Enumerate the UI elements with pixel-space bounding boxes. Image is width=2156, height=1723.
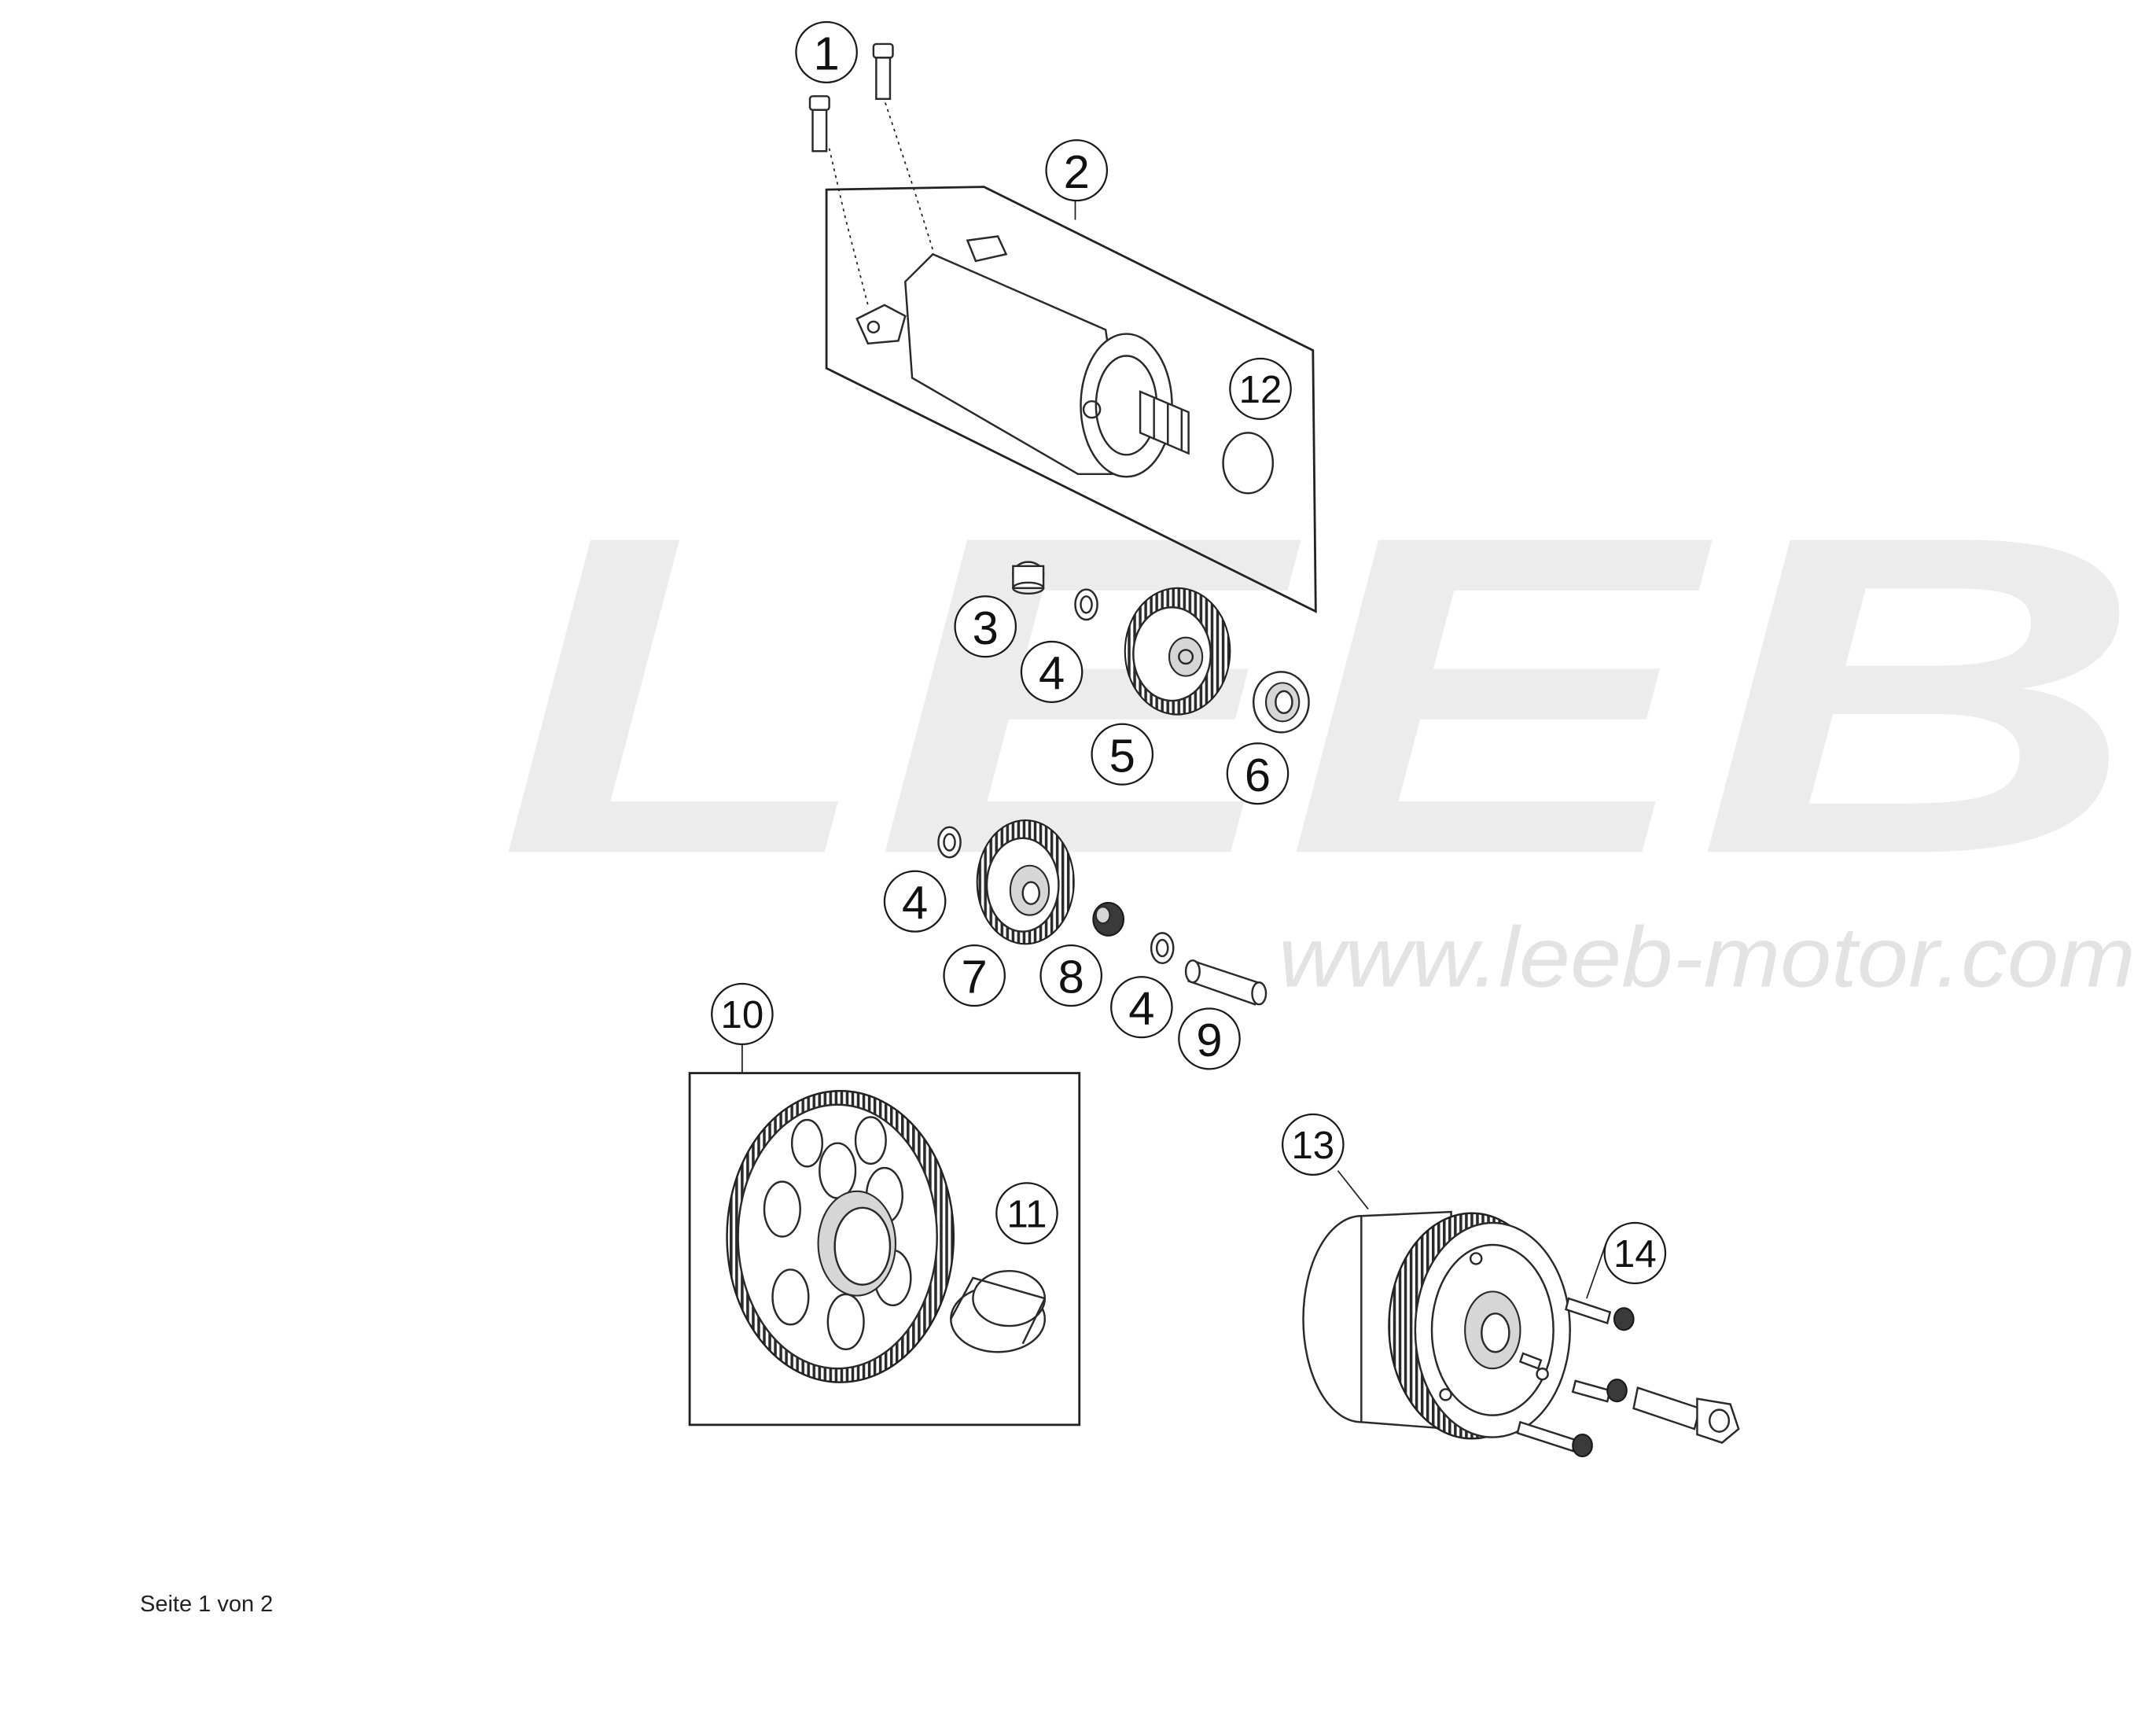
svg-text:9: 9 [1196,1014,1222,1066]
svg-text:3: 3 [973,602,999,654]
callout-9: 9 [1178,1007,1241,1070]
part-11-sleeve [950,1269,1047,1353]
callout-11: 11 [995,1182,1058,1245]
callout-7: 7 [943,944,1006,1007]
svg-text:8: 8 [1058,951,1084,1003]
watermark-url: www.leeb-motor.com [1279,911,2136,1006]
bolt-2 [1518,1352,1543,1370]
svg-text:4: 4 [902,877,928,930]
callout-6: 6 [1226,742,1290,805]
part-13-flywheel [1302,1170,1571,1440]
bolt-3 [1571,1379,1628,1403]
part-4-washer-b [937,826,962,859]
part-8-needle-bearing [1092,901,1125,937]
svg-text:5: 5 [1109,730,1135,782]
svg-text:14: 14 [1613,1233,1657,1276]
callout-8: 8 [1039,944,1103,1007]
screw-lower [808,95,830,153]
page-number: Seite 1 von 2 [140,1592,274,1617]
callout-3: 3 [954,595,1017,658]
svg-text:13: 13 [1291,1125,1334,1167]
screw-upper [872,42,894,101]
svg-text:11: 11 [1006,1194,1047,1236]
callout-4-c: 4 [1110,976,1173,1039]
part-4-washer-a [1074,588,1098,621]
callout-13: 13 [1281,1113,1345,1176]
part-1-mounting-screws [808,42,934,306]
part-14-bolts [1516,1243,1740,1458]
part-3-bushing [1012,561,1045,595]
callout-10: 10 [711,982,774,1046]
part-5-intermediate-gear [1124,587,1231,716]
part-10-frame [688,1072,1081,1427]
svg-text:12: 12 [1239,369,1282,411]
part-10-driven-gear [688,1044,1081,1427]
callout-1: 1 [795,20,858,83]
svg-text:6: 6 [1245,749,1271,801]
callout-5: 5 [1091,723,1154,786]
callout-14: 14 [1603,1221,1667,1285]
watermark-logo: LEEB [498,441,2143,948]
starter-motor-body [855,235,1190,478]
callout-4-a: 4 [1020,640,1084,703]
watermark: LEEB www.leeb-motor.com [498,441,2143,1006]
part-9-shaft [1184,959,1267,1006]
svg-text:2: 2 [1064,145,1090,198]
part-2-starter-motor [825,186,1317,613]
callout-12: 12 [1229,357,1292,421]
bolt-1 [1564,1297,1635,1331]
part-4-washer-c [1150,932,1175,965]
callouts: 1 2 3 4 5 6 4 7 [711,20,1667,1285]
part-6-bearing [1252,671,1310,734]
center-bolt [1632,1386,1740,1444]
part-2-frame [825,186,1317,613]
svg-text:10: 10 [721,994,764,1036]
svg-text:4: 4 [1039,647,1065,700]
svg-text:4: 4 [1128,982,1154,1035]
part-12-o-ring [1222,432,1275,495]
callout-2: 2 [1045,139,1109,202]
svg-text:1: 1 [813,28,839,80]
svg-text:7: 7 [962,951,988,1003]
callout-4-b: 4 [883,870,947,933]
part-7-starter-gear [976,819,1075,945]
bolt-4 [1516,1420,1593,1458]
